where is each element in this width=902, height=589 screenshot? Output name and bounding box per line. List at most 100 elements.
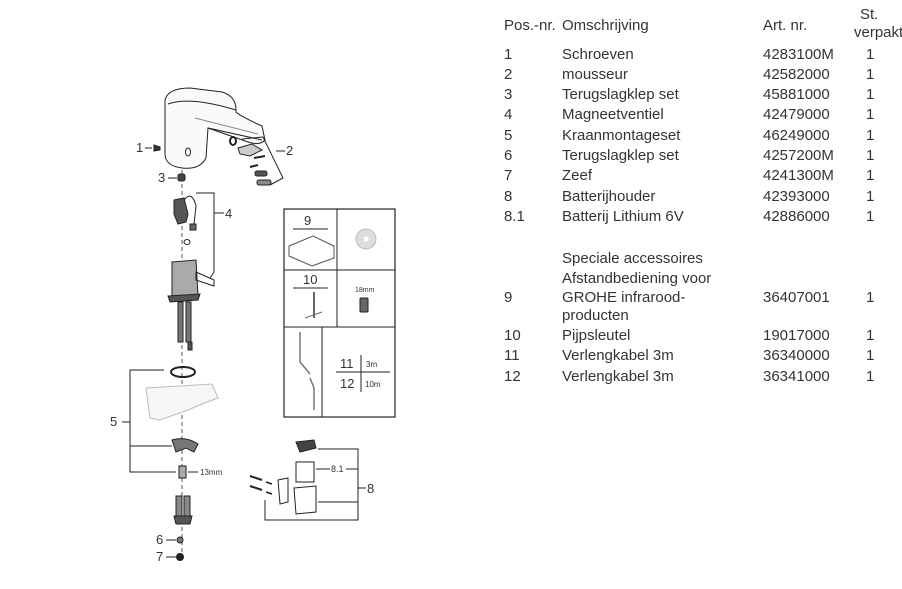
desc-cell: Verlengkabel 3m [562,347,674,364]
qty-cell: 1 [866,347,875,364]
pos-cell: 5 [504,127,513,144]
callout-8: 8 [367,481,374,496]
pos-cell: 8.1 [504,208,525,225]
cable-12-length: 10m [365,380,381,389]
check-valve-small-icon [176,536,184,544]
qty-cell: 1 [866,46,875,63]
desc-cell: Terugslagklep set [562,147,679,164]
table-row: 8 Batterijhouder 42393000 1 [504,187,902,207]
desc-cell: Pijpsleutel [562,327,631,344]
qty-cell: 1 [866,289,875,306]
qty-cell: 1 [866,208,875,225]
art-cell: 4241300M [763,167,834,184]
pos-cell: 12 [504,368,521,385]
size-13mm-label: 13mm [200,468,223,477]
remote-control-icon [288,235,335,267]
table-row: 2 mousseur 42582000 1 [504,65,902,85]
valve-housing-icon [167,259,215,351]
art-cell: 42886000 [763,208,830,225]
pos-cell: 4 [504,106,513,123]
header-description: Omschrijving [562,17,649,34]
callout-4: 4 [225,206,232,221]
pos-cell: 10 [504,327,521,344]
art-cell: 4283100M [763,46,834,63]
accessories-heading: Speciale accessoires [562,250,703,267]
qty-cell: 1 [866,368,875,385]
exploded-parts-diagram: 1 2 3 4 [110,87,396,564]
accessory-9-label: 9 [304,213,311,228]
qty-cell: 1 [866,188,875,205]
check-valve-icon [177,173,186,182]
art-cell: 42479000 [763,106,830,123]
battery-holder-icon [249,439,366,521]
table-row: 5 Kraanmontageset 46249000 1 [504,126,902,146]
accessory-box [283,208,396,418]
header-pos: Pos.-nr. [504,17,556,34]
pos-cell: 1 [504,46,513,63]
table-row: 11 Verlengkabel 3m 36340000 1 [504,346,902,366]
pos-cell: 8 [504,188,513,205]
callout-6: 6 [156,532,163,547]
aerator-icon [229,136,285,186]
art-cell: 42582000 [763,66,830,83]
desc-cell: Schroeven [562,46,634,63]
art-cell: 19017000 [763,327,830,344]
desc-cell: Magneetventiel [562,106,664,123]
table-row: 9 Afstandbediening voor GROHE infrarood-… [504,269,902,325]
accessory-10-label: 10 [303,272,317,287]
pos-cell: 2 [504,66,513,83]
art-cell: 46249000 [763,127,830,144]
table-row: 8.1 Batterij Lithium 6V 42886000 1 [504,207,902,227]
pos-cell: 3 [504,86,513,103]
table-row: 10 Pijpsleutel 19017000 1 [504,326,902,346]
desc-cell: Batterij Lithium 6V [562,208,684,225]
desc-cell: Verlengkabel 3m [562,368,674,385]
qty-cell: 1 [866,127,875,144]
desc-cell: Terugslagklep set [562,86,679,103]
art-cell: 36340000 [763,347,830,364]
pos-cell: 11 [504,347,520,364]
qty-cell: 1 [866,167,875,184]
cable-icon [299,332,311,375]
callout-5: 5 [110,414,117,429]
nut-size-label: 18mm [355,287,375,294]
pos-cell: 6 [504,147,513,164]
header-qty-line1: St. [860,6,879,23]
desc-cell: mousseur [562,66,628,83]
callout-8-1: 8.1 [331,464,344,474]
screw-icon [145,144,161,152]
table-row: 6 Terugslagklep set 4257200M 1 [504,146,902,166]
qty-cell: 1 [866,106,875,123]
cable-12-label: 12 [340,376,354,391]
desc-cell-line2: GROHE infrarood- [562,289,686,306]
accessories-heading-row: Speciale accessoires [504,249,902,269]
callout-1: 1 [136,140,143,155]
art-cell: 4257200M [763,147,834,164]
cable-11-label: 11 [340,356,354,371]
desc-cell: Zeef [562,167,593,184]
art-cell: 42393000 [763,188,830,205]
pos-cell: 7 [504,167,513,184]
cable-11-length: 3m [366,360,377,369]
art-cell: 36341000 [763,368,830,385]
nut-icon [359,297,369,313]
callout-2: 2 [286,143,293,158]
table-row: 4 Magneetventiel 42479000 1 [504,105,902,125]
solenoid-valve-icon [173,192,224,279]
qty-cell: 1 [866,147,875,164]
qty-cell: 1 [866,66,875,83]
desc-cell: Batterijhouder [562,188,656,205]
art-cell: 45881000 [763,86,830,103]
desc-cell-line1: Afstandbediening voor [562,270,712,287]
header-qty-line2: verpakt [854,24,902,41]
pos-cell: 9 [504,289,513,306]
callout-7: 7 [156,549,163,564]
mounting-set-icon [122,366,219,525]
strainer-icon [176,553,184,561]
desc-cell-line3: producten [562,307,629,324]
table-row: 12 Verlengkabel 3m 36341000 1 [504,367,902,387]
qty-cell: 1 [866,327,875,344]
qty-cell: 1 [866,86,875,103]
table-row: 1 Schroeven 4283100M 1 [504,45,902,65]
header-article-number: Art. nr. [763,17,808,34]
